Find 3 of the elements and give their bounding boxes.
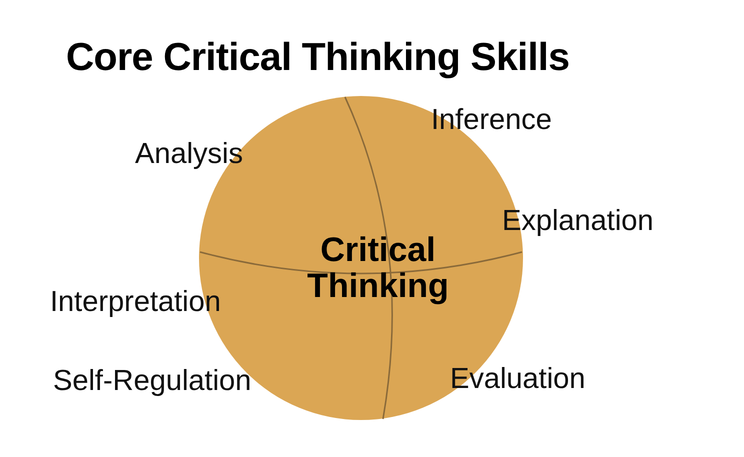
center-label: Critical Thinking <box>306 233 450 304</box>
skill-label: Self-Regulation <box>53 367 252 396</box>
title: Core Critical Thinking Skills <box>66 38 570 77</box>
